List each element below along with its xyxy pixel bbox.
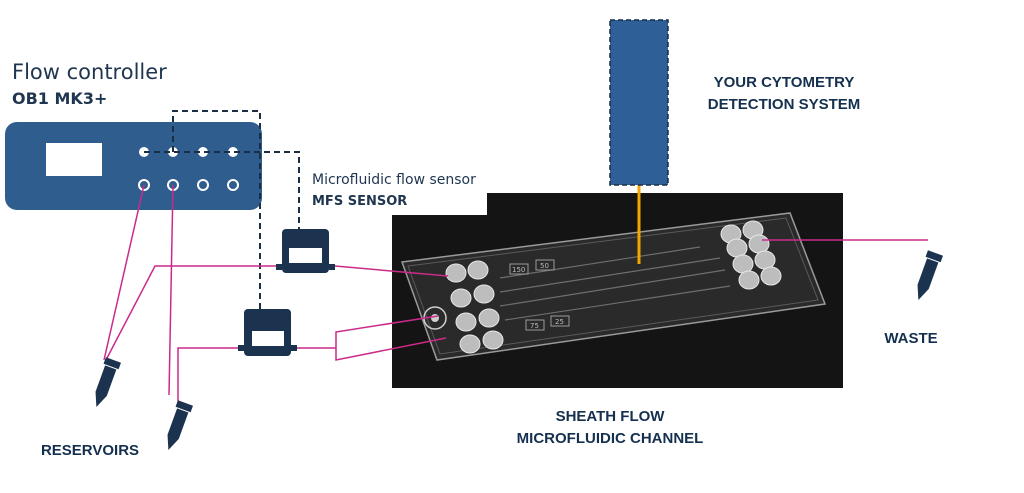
flow-sensor-top (276, 229, 335, 273)
chip-mark-1: 150 (512, 266, 525, 274)
flow-sensor-bottom (238, 309, 297, 356)
microfluidic-chip: 150 50 75 25 (400, 212, 827, 361)
flow-controller-title: Flow controller (12, 60, 167, 84)
reservoir-tube-left (95, 357, 121, 407)
chip-mark-4: 25 (555, 318, 564, 326)
waste-tube (917, 250, 943, 300)
chip-label-line2: MICROFLUIDIC CHANNEL (516, 430, 704, 447)
chip-mark-3: 75 (530, 322, 539, 330)
detection-label-line1: YOUR CYTOMETRY (713, 74, 855, 91)
tubing (103, 184, 928, 404)
controller-screen (46, 143, 102, 176)
chip-label-line1: SHEATH FLOW (555, 408, 665, 425)
flow-controller-device (5, 122, 262, 210)
waste-label: WASTE (884, 330, 938, 347)
detection-system-label: YOUR CYTOMETRY DETECTION SYSTEM (684, 72, 884, 116)
reservoir-tube-right (167, 400, 193, 450)
detection-label-line2: DETECTION SYSTEM (707, 96, 861, 113)
reservoirs-label: RESERVOIRS (40, 442, 140, 459)
flow-controller-model: OB1 MK3+ (12, 89, 108, 108)
flow-sensor-title: Microfluidic flow sensor (312, 172, 476, 188)
chip-label: SHEATH FLOW MICROFLUIDIC CHANNEL (500, 406, 720, 450)
detection-system-box (609, 19, 669, 186)
sensor-cables (144, 110, 300, 309)
chip-mark-2: 50 (540, 262, 549, 270)
flow-sensor-model: MFS SENSOR (312, 194, 408, 209)
